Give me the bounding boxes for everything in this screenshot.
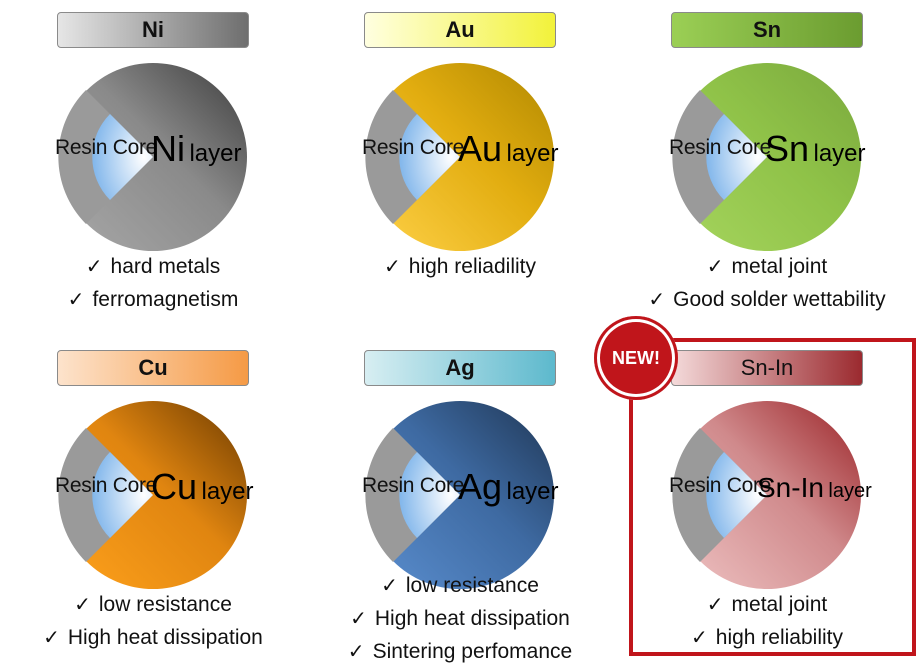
ni-features: ✓hard metals ✓ferromagnetism (0, 250, 306, 316)
au-badge: Au (364, 12, 556, 48)
feature-item: ✓Sintering perfomance (347, 640, 573, 663)
cu-card: Cu Resin Core Cu layer ✓low resistance ✓… (0, 338, 306, 668)
snin-disc-graphic (672, 400, 862, 590)
sn-card: Sn Resin Core Sn layer ✓metal joint ✓Goo… (614, 0, 920, 330)
check-icon: ✓ (350, 608, 367, 630)
feature-item: ✓metal joint (706, 255, 828, 278)
new-product-highlight-frame (629, 338, 916, 656)
check-icon: ✓ (648, 289, 666, 311)
check-icon: ✓ (706, 256, 724, 278)
ag-card: Ag Resin Core Ag layer ✓low resistance ✓… (307, 338, 613, 668)
feature-item: ✓ferromagnetism (67, 288, 239, 311)
ag-badge: Ag (364, 350, 556, 386)
check-icon: ✓ (85, 256, 103, 278)
feature-item: ✓low resistance (381, 574, 539, 597)
ag-features: ✓low resistance ✓High heat dissipation ✓… (307, 569, 613, 668)
feature-item: ✓High heat dissipation (43, 626, 263, 649)
check-icon: ✓ (691, 627, 708, 649)
feature-item: ✓high reliability (691, 626, 843, 649)
cu-features: ✓low resistance ✓High heat dissipation (0, 588, 306, 654)
check-icon: ✓ (43, 627, 60, 649)
check-icon: ✓ (381, 575, 398, 597)
feature-item: ✓Good solder wettability (648, 288, 886, 311)
au-card: Au Resin Core Au layer ✓high reliadility (307, 0, 613, 330)
snin-features: ✓metal joint ✓high reliability (614, 588, 920, 654)
check-icon: ✓ (706, 594, 724, 616)
snin-badge: Sn-In (671, 350, 863, 386)
cu-badge: Cu (57, 350, 249, 386)
au-features: ✓high reliadility (307, 250, 613, 283)
check-icon: ✓ (347, 641, 365, 663)
ni-disc-graphic (58, 62, 248, 252)
feature-item: ✓metal joint (706, 593, 828, 616)
au-disc-graphic (365, 62, 555, 252)
sn-features: ✓metal joint ✓Good solder wettability (614, 250, 920, 316)
ag-disc-graphic (365, 400, 555, 590)
feature-item: ✓hard metals (85, 255, 221, 278)
feature-item: ✓High heat dissipation (350, 607, 570, 630)
check-icon: ✓ (74, 594, 91, 616)
new-badge: NEW! (594, 316, 678, 400)
feature-item: ✓high reliadility (384, 255, 536, 278)
cu-disc-graphic (58, 400, 248, 590)
sn-badge: Sn (671, 12, 863, 48)
ni-badge: Ni (57, 12, 249, 48)
sn-disc-graphic (672, 62, 862, 252)
check-icon: ✓ (384, 256, 401, 278)
feature-item: ✓low resistance (74, 593, 232, 616)
ni-card: Ni Resin Core Ni layer ✓hard metals ✓fer… (0, 0, 306, 330)
check-icon: ✓ (67, 289, 85, 311)
